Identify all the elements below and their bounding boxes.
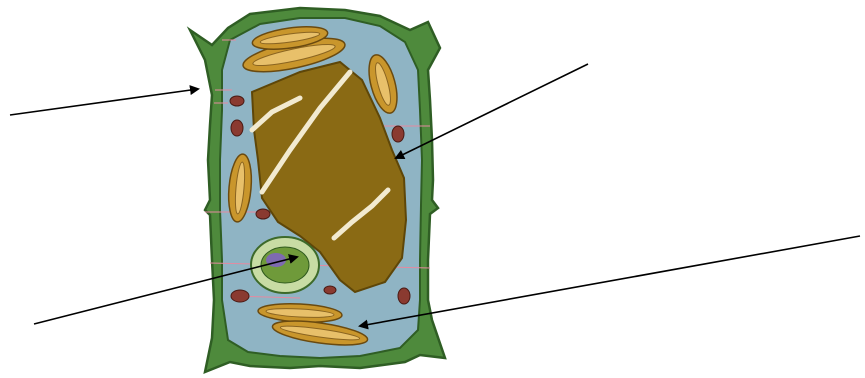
- arrow-cell-wall: [10, 89, 198, 115]
- nucleus: [251, 237, 319, 293]
- label-arrows: [10, 64, 860, 326]
- arrow-chloroplast: [360, 236, 860, 326]
